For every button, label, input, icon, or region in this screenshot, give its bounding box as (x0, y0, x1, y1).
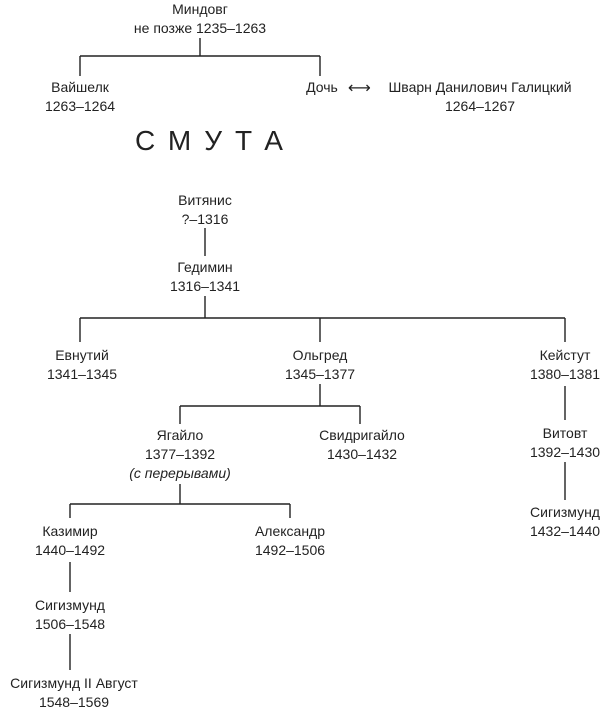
person-name: Дочь (306, 79, 338, 95)
person-years: 1380–1381 (529, 366, 600, 382)
person-name: Витовт (542, 425, 588, 441)
person-name: Витянис (178, 192, 232, 208)
person-gedimin: Гедимин 1316–1341 (170, 258, 240, 296)
person-sigismund-kestutaitis: Сигизмунд 1432–1440 (530, 503, 600, 541)
person-years: 1440–1492 (34, 542, 106, 558)
person-vitenis: Витянис ?–1316 (178, 191, 232, 229)
person-shvarn: Шварн Данилович Галицкий 1264–1267 (388, 78, 571, 116)
person-alexander: Александр 1492–1506 (255, 522, 325, 560)
person-name: Миндовг (172, 1, 228, 17)
person-name: Казимир (42, 523, 98, 539)
person-years: 1432–1440 (529, 523, 600, 539)
person-years: 1316–1341 (169, 278, 241, 294)
person-vitovt: Витовт 1392–1430 (530, 424, 600, 462)
person-name: Шварн Данилович Галицкий (388, 79, 572, 95)
person-name: Вайшелк (51, 79, 109, 95)
smuta-label: СМУТА (135, 125, 296, 156)
person-sigismund-old: Сигизмунд 1506–1548 (35, 596, 105, 634)
person-sigismund-augustus: Сигизмунд II Август 1548–1569 (10, 674, 138, 707)
person-years: 1263–1264 (44, 98, 116, 114)
person-name: Евнутий (55, 347, 109, 363)
person-years: 1264–1267 (444, 98, 516, 114)
person-name: Сигизмунд (35, 597, 105, 613)
spouse-arrow-icon: ⟷ (348, 80, 371, 97)
person-years: 1548–1569 (38, 694, 110, 707)
person-years: 1345–1377 (284, 366, 356, 382)
person-name: Сигизмунд II Август (10, 675, 138, 691)
person-years: 1430–1432 (326, 446, 398, 462)
person-name: Ягайло (156, 427, 204, 443)
person-keistut: Кейстут 1380–1381 (530, 346, 600, 384)
person-name: Гедимин (177, 259, 233, 275)
person-note: (с перерывами) (129, 465, 231, 481)
person-name: Сигизмунд (530, 504, 600, 520)
person-evnutiy: Евнутий 1341–1345 (47, 346, 117, 384)
person-years: 1341–1345 (46, 366, 118, 382)
person-years: 1392–1430 (529, 444, 600, 460)
person-svidrigailo: Свидригайло 1430–1432 (319, 426, 405, 464)
person-name: Свидригайло (319, 427, 405, 443)
person-name: Александр (254, 523, 326, 539)
person-mindovg: Миндовг не позже 1235–1263 (134, 0, 266, 38)
person-name: Ольгред (292, 347, 348, 363)
person-daughter: Дочь (306, 78, 338, 97)
person-years: 1506–1548 (34, 616, 106, 632)
person-kazimir: Казимир 1440–1492 (35, 522, 105, 560)
person-yagailo: Ягайло 1377–1392 (с перерывами) (129, 426, 231, 483)
person-vaishelk: Вайшелк 1263–1264 (45, 78, 115, 116)
person-years: 1492–1506 (254, 542, 326, 558)
person-years: не позже 1235–1263 (133, 20, 267, 36)
person-name: Кейстут (539, 347, 591, 363)
person-years: 1377–1392 (144, 446, 216, 462)
person-olgerd: Ольгред 1345–1377 (285, 346, 355, 384)
person-years: ?–1316 (181, 211, 229, 227)
